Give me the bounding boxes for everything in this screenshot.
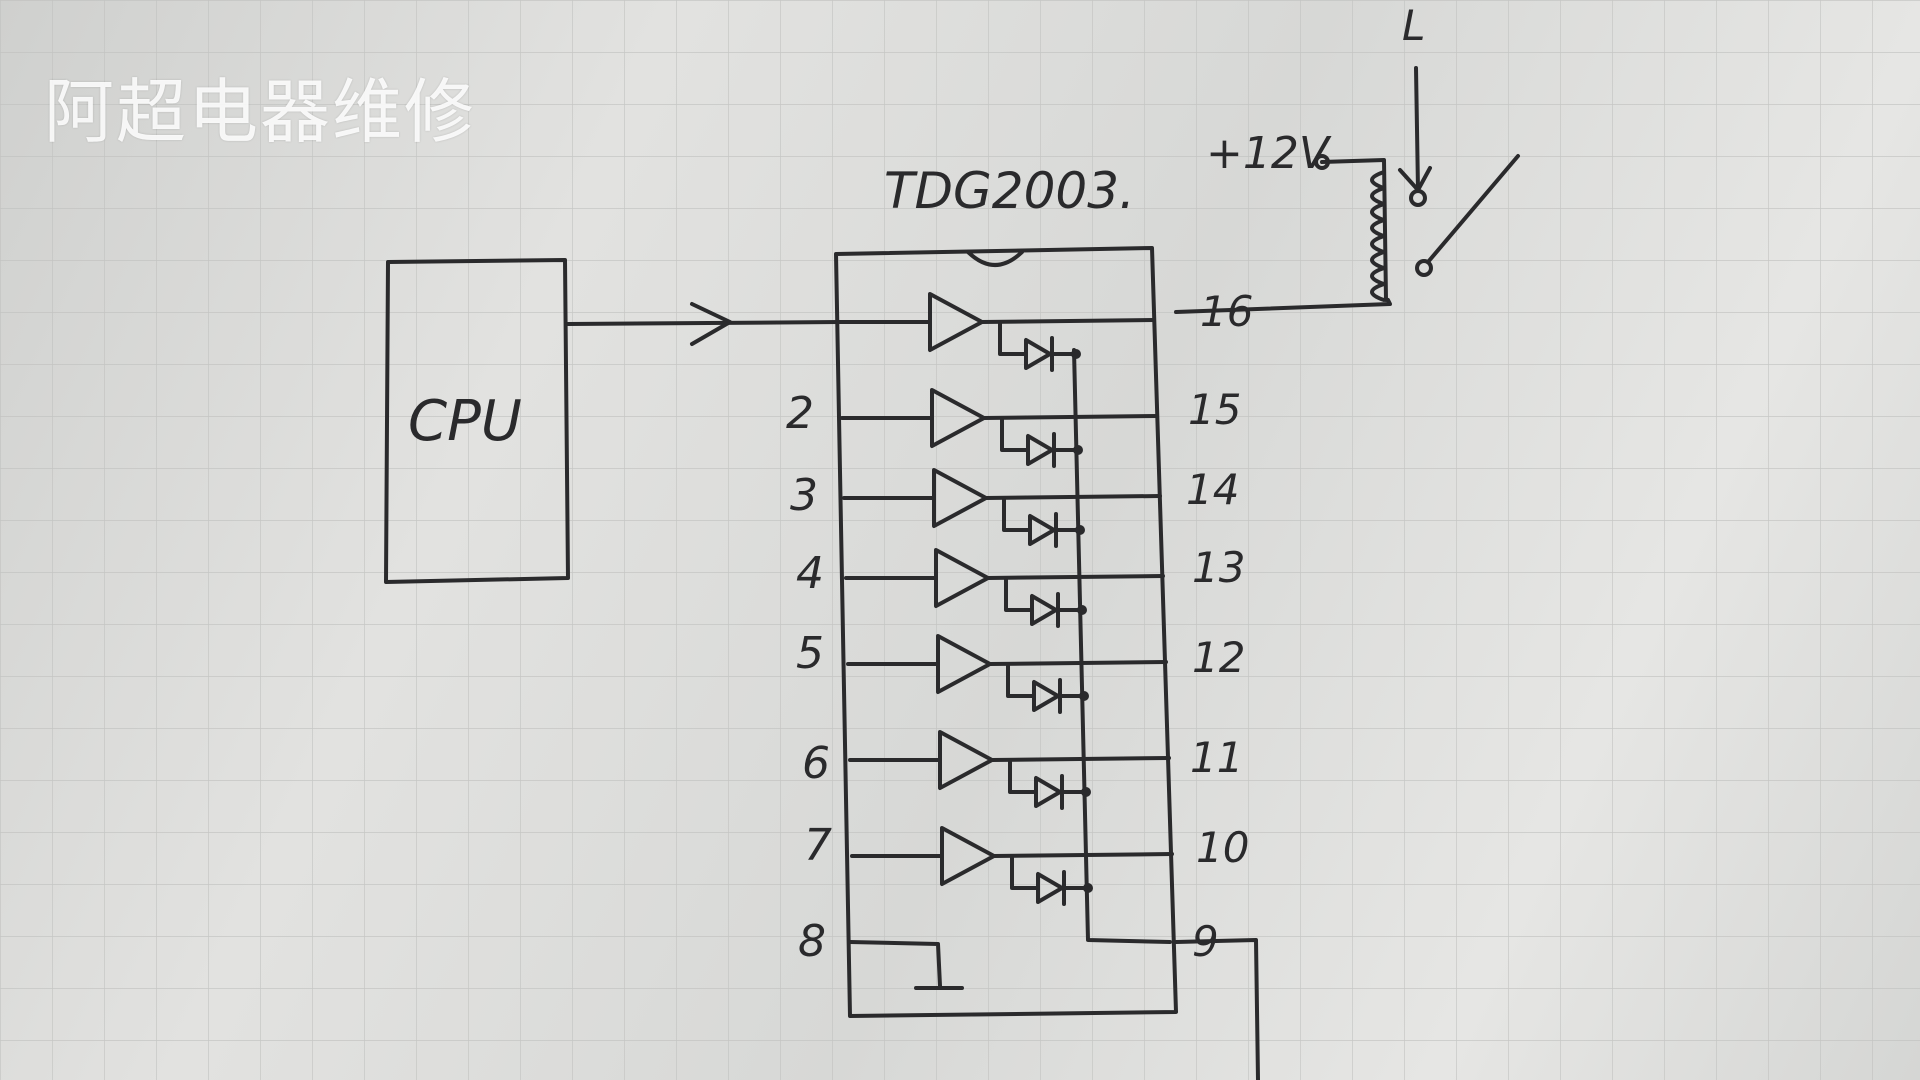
chip-label: TDG2003. [884, 162, 1135, 220]
channel-1-buffer-icon [928, 292, 984, 352]
pin-label-15: 15 [1188, 385, 1241, 434]
channel-3-diode-tap [1002, 496, 1032, 532]
channel-watermark: 阿超电器维修 [44, 71, 476, 153]
pin-label-7: 7 [804, 820, 832, 871]
switch-contact-bottom-icon [1415, 259, 1433, 277]
pin16-wire [1174, 298, 1392, 314]
ground-symbol-icon [848, 940, 964, 990]
channel-7-buffer-icon [940, 826, 996, 886]
pin-label-6: 6 [802, 738, 830, 789]
pin-label-12: 12 [1192, 633, 1245, 682]
cpu-block [384, 258, 570, 584]
pin-label-5: 5 [796, 628, 824, 679]
pin-label-13: 13 [1192, 543, 1245, 592]
pin-label-4: 4 [796, 548, 824, 599]
pin9-wire [1174, 938, 1260, 1080]
channel-7-diode-tap [1010, 854, 1040, 890]
signal-arrow-icon [690, 302, 732, 346]
driver-channels [838, 292, 1174, 906]
pin-label-11: 11 [1190, 733, 1243, 782]
cpu-output-wire [566, 320, 842, 326]
live-label: L [1402, 1, 1425, 50]
supply-terminal-icon [1314, 154, 1330, 170]
chip-outline [834, 246, 1178, 1018]
channel-3-output-wire [984, 494, 1162, 500]
pin-label-2: 2 [786, 388, 814, 439]
channel-5-buffer-icon [936, 634, 992, 694]
pin-label-10: 10 [1196, 823, 1249, 872]
channel-7-output-wire [992, 852, 1174, 858]
channel-2-output-wire [982, 414, 1159, 420]
left-pin-labels: 2 3 4 5 6 7 8 [786, 388, 832, 967]
channel-2-diode-tap [1000, 416, 1030, 452]
channel-4-output-wire [986, 574, 1165, 580]
channel-4-diode-tap [1004, 576, 1034, 612]
switch-blade-icon [1426, 154, 1520, 264]
relay-coil-icon [1370, 170, 1386, 302]
pin-label-14: 14 [1186, 465, 1239, 514]
channel-3-junction-dot [1075, 525, 1085, 535]
chip-notch [966, 250, 1024, 267]
channel-5-output-wire [988, 660, 1168, 666]
pin-label-3: 3 [790, 470, 818, 521]
channel-2-buffer-icon [930, 388, 986, 448]
channel-1-diode-tap [998, 320, 1028, 356]
switch-contact-top-icon [1409, 189, 1427, 207]
cpu-label: CPU [408, 389, 522, 454]
live-wire [1414, 66, 1420, 192]
channel-4-buffer-icon [934, 548, 990, 608]
supply-label: +12V [1206, 128, 1332, 179]
channel-6-junction-dot [1081, 787, 1091, 797]
channel-4-junction-dot [1077, 605, 1087, 615]
channel-2-junction-dot [1073, 445, 1083, 455]
channel-6-buffer-icon [938, 730, 994, 790]
pin-label-8: 8 [798, 916, 826, 967]
channel-6-output-wire [990, 756, 1171, 762]
channel-1-junction-dot [1071, 349, 1081, 359]
diode-common-bus [1072, 348, 1172, 944]
channel-5-junction-dot [1079, 691, 1089, 701]
channel-6-diode-tap [1008, 758, 1038, 794]
channel-5-diode-tap [1006, 662, 1036, 698]
channel-1-output-wire [980, 318, 1156, 324]
channel-3-buffer-icon [932, 468, 988, 528]
right-pin-labels: 16 15 14 13 12 11 10 9 [1186, 287, 1253, 966]
channel-7-junction-dot [1083, 883, 1093, 893]
